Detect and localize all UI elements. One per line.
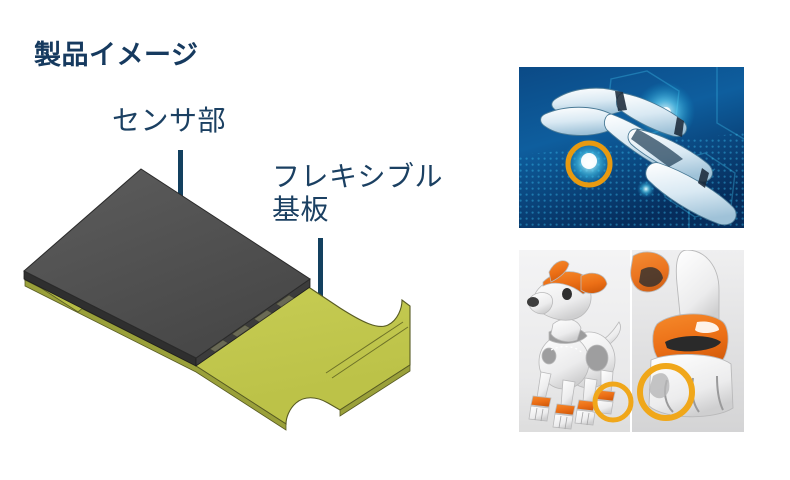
highlight-ring-icon (592, 381, 634, 423)
robot-dog-photo (519, 250, 744, 432)
robot-hand-photo (519, 67, 744, 228)
callout-label-sensor-part: センサ部 (112, 105, 227, 136)
flexible-sensor-3d-drawing (23, 168, 411, 431)
robot-dog-paw-closeup (630, 250, 734, 418)
leader-line-flexible-substrate (318, 238, 323, 338)
robot-dog-image (519, 250, 744, 432)
robot-dog-full-body (527, 260, 621, 430)
product-illustration (10, 160, 440, 450)
sensor-contact-pads (209, 294, 295, 353)
highlight-ring-icon (565, 140, 613, 188)
substrate-crease-lines (325, 321, 409, 379)
page-title: 製品イメージ (34, 40, 199, 70)
callout-label-flexible-substrate: フレキシブル 基板 (272, 161, 444, 226)
robot-hand-fingers (540, 87, 737, 226)
sensor-slab-top (23, 168, 311, 359)
highlight-ring-icon (637, 363, 695, 421)
robot-hand-image (519, 67, 744, 228)
